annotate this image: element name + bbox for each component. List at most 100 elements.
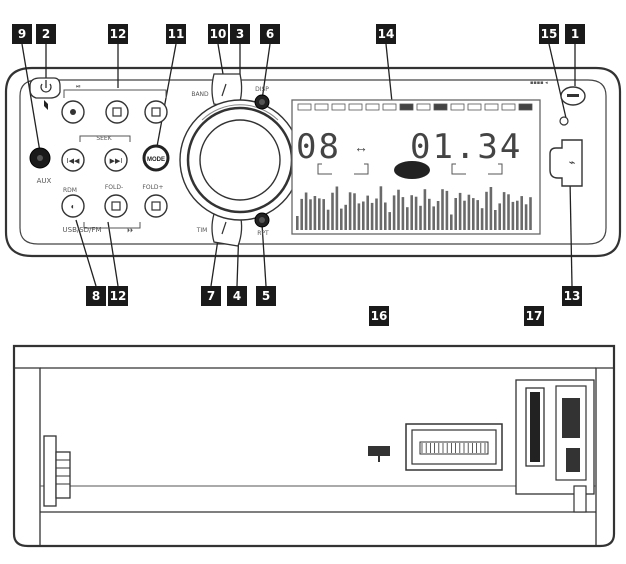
mute-icon: [44, 100, 48, 110]
lcd-spectrum-bar: [331, 192, 334, 230]
lcd-status-segment: [314, 103, 329, 111]
callout-11: 11: [166, 24, 186, 44]
preset-button-2[interactable]: [105, 100, 129, 124]
folder-plus-button[interactable]: [144, 194, 168, 218]
lcd-status-segment: [365, 103, 380, 111]
aux-jack[interactable]: [29, 147, 51, 169]
tim-label: TIM: [196, 227, 208, 234]
fold-plus-label: FOLD+: [142, 184, 163, 191]
lcd-display: 08 ↔ 01.34: [291, 99, 541, 235]
lcd-spectrum-bar: [441, 189, 444, 230]
lcd-spectrum-bar: [392, 195, 396, 230]
lcd-spectrum-bar: [480, 208, 484, 230]
lcd-spectrum-bar: [362, 201, 365, 230]
lcd-status-segment: [331, 103, 346, 111]
lcd-spectrum-bar: [313, 196, 317, 230]
lcd-spectrum-bar: [388, 212, 391, 230]
lcd-spectrum-bar: [463, 200, 466, 230]
lcd-spectrum-bar: [454, 198, 457, 230]
usb-port[interactable]: ⌁: [549, 139, 583, 187]
eject-button[interactable]: [560, 86, 586, 106]
lcd-spectrum-bar: [335, 186, 339, 230]
volume-knob[interactable]: [179, 99, 301, 221]
seek-back-button[interactable]: I◀◀: [61, 148, 85, 172]
random-button[interactable]: ◐: [61, 194, 85, 218]
callout-14: 14: [376, 24, 396, 44]
disp-button[interactable]: [254, 94, 270, 110]
lcd-spectrum-bar: [520, 196, 523, 230]
lcd-status-segment: [399, 103, 414, 111]
lcd-status-segment: [467, 103, 482, 111]
lcd-spectrum-bar: [428, 198, 431, 230]
lcd-brackets: [317, 163, 503, 175]
lcd-spectrum-bar: [340, 208, 343, 230]
callout-3: 3: [230, 24, 250, 44]
lcd-spectrum-bar: [529, 197, 532, 230]
callout-15: 15: [539, 24, 559, 44]
lcd-status-segment: [501, 103, 516, 111]
lcd-spectrum-bar: [445, 190, 449, 230]
seek-forward-button[interactable]: ▶▶I: [104, 148, 128, 172]
callout-2: 2: [36, 24, 56, 44]
callout-12-top: 12: [108, 24, 128, 44]
lcd-spectrum-bar: [410, 195, 413, 230]
rpt-button[interactable]: [254, 212, 270, 228]
aux-label: AUX: [37, 177, 52, 185]
lcd-spectrum-bar: [467, 194, 471, 230]
rpt-label: RPT: [257, 230, 269, 237]
callout-17: 17: [524, 306, 544, 326]
lcd-spectrum-bar: [485, 191, 488, 230]
lcd-status-segment: [348, 103, 363, 111]
lcd-spectrum-bar: [524, 204, 528, 230]
seek-label: SEEK: [96, 135, 112, 142]
lcd-right-digits: 01.34: [410, 127, 522, 167]
callout-6: 6: [260, 24, 280, 44]
lcd-spectrum-bar: [348, 192, 352, 230]
lcd-spectrum-bar: [406, 207, 409, 230]
callout-10: 10: [208, 24, 228, 44]
lcd-arrow: ↔: [354, 139, 368, 155]
button-group-frames: [63, 89, 167, 229]
sd-card-mechanism: [555, 385, 587, 513]
lcd-spectrum-bar: [353, 193, 356, 230]
power-icon: [40, 83, 52, 93]
usb-icon: ⌁: [569, 157, 576, 169]
lcd-spectrum-bar: [326, 209, 330, 230]
lcd-spectrum-bar: [450, 214, 453, 230]
lcd-disc-icon: [394, 161, 430, 179]
lcd-status-segment: [297, 103, 312, 111]
callout-4: 4: [227, 286, 247, 306]
reset-button[interactable]: [559, 116, 569, 126]
lcd-spectrum-bar: [502, 192, 506, 230]
preset-button-1[interactable]: [61, 100, 85, 124]
lcd-spectrum-bar: [357, 203, 361, 230]
lcd-spectrum-bar: [370, 202, 374, 230]
fold-minus-label: FOLD-: [105, 184, 123, 191]
lcd-status-segment: [450, 103, 465, 111]
lcd-status-segment: [518, 103, 533, 111]
band-label: BAND: [191, 91, 209, 98]
lcd-spectrum-bar: [296, 216, 299, 230]
preset-button-3[interactable]: [144, 100, 168, 124]
lcd-spectrum-bar: [375, 198, 378, 230]
lcd-spectrum-bar: [366, 195, 369, 230]
callout-1: 1: [565, 24, 585, 44]
small-label: ⏵⏵: [127, 227, 133, 234]
power-button[interactable]: [29, 77, 61, 99]
lcd-spectrum-analyzer: [296, 186, 532, 230]
left-hinge: [43, 435, 71, 507]
lcd-spectrum-bar: [384, 202, 387, 230]
lcd-spectrum-bar: [318, 198, 321, 230]
lcd-spectrum-bar: [309, 199, 312, 230]
lcd-spectrum-bar: [476, 200, 479, 230]
lcd-spectrum-bar: [419, 205, 422, 230]
lcd-spectrum-bar: [423, 189, 427, 230]
back-panel: [12, 344, 616, 548]
mode-button[interactable]: MODE: [142, 144, 170, 172]
lcd-spectrum-bar: [516, 200, 519, 230]
folder-minus-button[interactable]: [104, 194, 128, 218]
mode-label: MODE: [147, 157, 165, 163]
lcd-spectrum-bar: [379, 186, 383, 230]
eject-icon: [567, 94, 579, 97]
